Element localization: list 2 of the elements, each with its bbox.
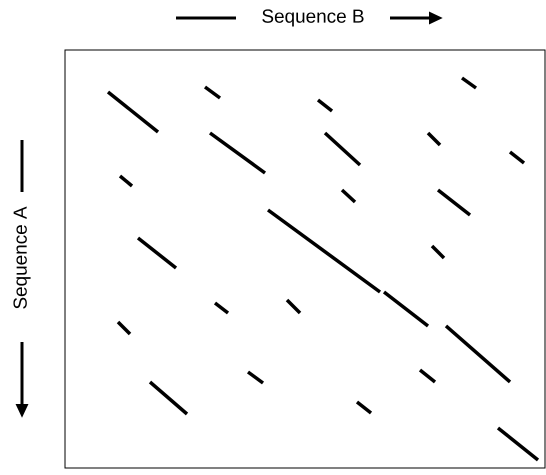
axis-label: Sequence B <box>262 9 364 27</box>
axis-label: Sequence A <box>13 206 31 309</box>
